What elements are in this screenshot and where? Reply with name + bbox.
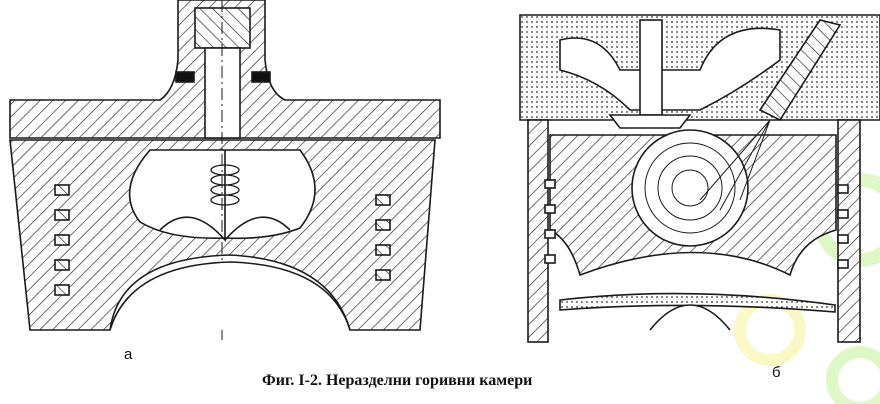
figure-caption: Фиг. I-2. Неразделни горивни камери bbox=[262, 372, 533, 389]
cylinder-wall-right bbox=[837, 119, 861, 343]
label-b: б bbox=[772, 364, 781, 381]
diagram-b-bowl-chamber bbox=[519, 14, 880, 343]
piston-rings-b bbox=[544, 179, 849, 269]
diagram-a-open-chamber bbox=[9, 0, 441, 340]
injector-b bbox=[758, 19, 842, 122]
intake-valve bbox=[639, 19, 663, 116]
label-a: а bbox=[124, 346, 133, 363]
piston-rings-a bbox=[54, 184, 391, 296]
piston-bowl-b bbox=[631, 129, 749, 247]
